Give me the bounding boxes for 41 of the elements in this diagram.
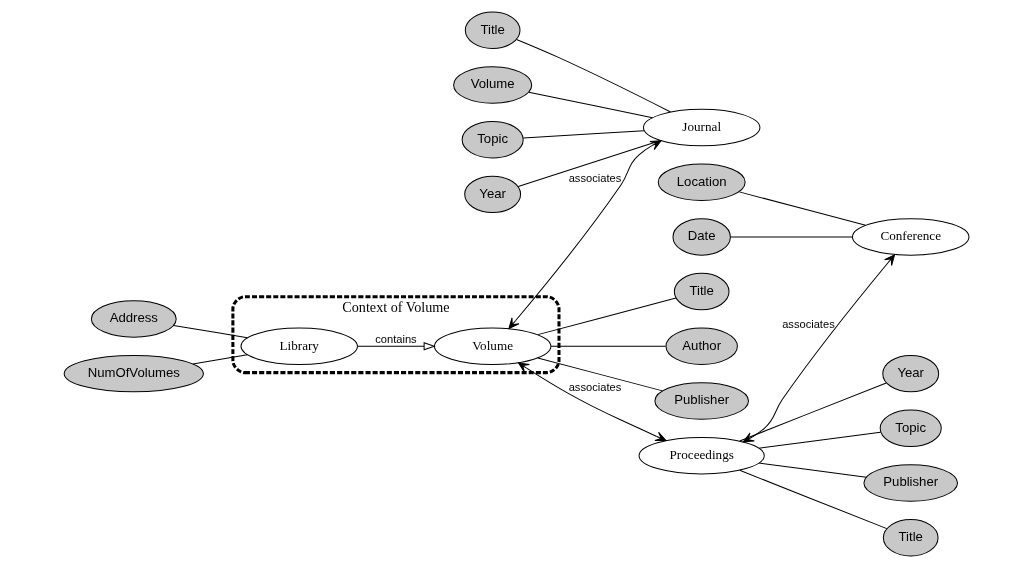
- arrow: [517, 362, 667, 442]
- node-ellipse: Title: [673, 272, 730, 311]
- node-ellipse: Title: [882, 518, 939, 557]
- node-ellipse: Journal: [642, 108, 761, 147]
- edge-label: associates: [568, 380, 622, 393]
- edge-label: associates: [568, 172, 622, 185]
- node-ellipse: Topic: [461, 120, 524, 159]
- node-ellipse: Title: [464, 11, 521, 50]
- connector: [522, 130, 645, 139]
- connector: [192, 354, 248, 365]
- connector: [758, 462, 867, 478]
- node-ellipse: Address: [90, 300, 177, 338]
- connector: [730, 236, 853, 238]
- node-ellipse: Author: [665, 327, 738, 365]
- arrow: [742, 254, 896, 443]
- edge-label: associates: [782, 317, 835, 330]
- node-ellipse: NumOfVolumes: [63, 354, 204, 393]
- connector: [515, 38, 672, 113]
- edge-label: contains: [375, 333, 417, 346]
- node-ellipse: Conference: [851, 218, 970, 256]
- node-ellipse: Volume: [433, 327, 552, 365]
- arrow: [357, 342, 436, 351]
- connector: [537, 357, 663, 392]
- node-ellipse: Publisher: [863, 464, 959, 502]
- node-ellipse: Proceedings: [638, 436, 765, 475]
- node-ellipse: Volume: [453, 66, 533, 104]
- node-ellipse: Library: [240, 327, 358, 365]
- connector: [739, 469, 888, 530]
- connector: [738, 191, 867, 226]
- node-ellipse: Year: [882, 354, 940, 393]
- node-ellipse: Topic: [879, 409, 942, 448]
- connector: [173, 324, 248, 339]
- node-ellipse: Date: [672, 218, 731, 256]
- connector: [550, 345, 667, 347]
- connector: [528, 91, 654, 119]
- connector: [758, 431, 882, 449]
- node-ellipse: Location: [657, 163, 746, 201]
- connector: [537, 297, 677, 336]
- node-ellipse: Year: [464, 175, 522, 214]
- node-ellipse: Publisher: [654, 382, 749, 420]
- connector: [739, 382, 887, 442]
